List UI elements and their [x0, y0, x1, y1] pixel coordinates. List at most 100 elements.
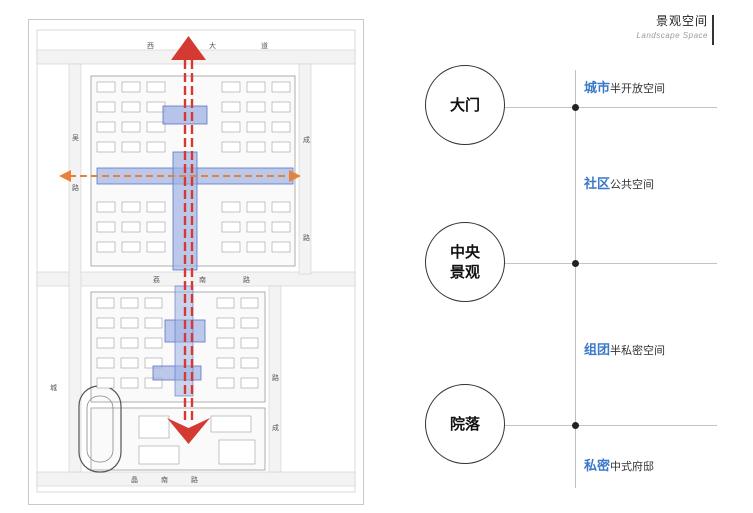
building [246, 241, 266, 253]
building [271, 101, 291, 113]
road-char: 成 [272, 423, 279, 432]
header-accent-bar [712, 15, 714, 45]
building [216, 317, 235, 329]
east-road [298, 63, 312, 275]
building [146, 101, 166, 113]
road-char: 晶 [131, 476, 138, 484]
road-char: 南 [161, 475, 168, 484]
building [138, 445, 180, 465]
level-private: 私密中式府邸 [584, 455, 654, 474]
building [96, 317, 115, 329]
building [240, 357, 259, 369]
road-char: 路 [243, 275, 250, 284]
building [221, 201, 241, 213]
level-desc: 半私密空间 [610, 344, 666, 357]
building [121, 221, 141, 233]
road-char: 吴 [72, 134, 79, 142]
connector-line [496, 425, 717, 426]
building [216, 377, 235, 389]
building [121, 101, 141, 113]
building [121, 121, 141, 133]
road-char: 南 [199, 275, 206, 284]
building [138, 415, 170, 439]
node-central-landscape: 中央 景观 [425, 222, 505, 302]
south-arrow-head [167, 418, 210, 444]
connector-line [496, 107, 717, 108]
road-char: 荔 [153, 275, 160, 284]
level-city: 城市半开放空间 [584, 77, 665, 96]
building [146, 121, 166, 133]
building [96, 221, 116, 233]
west-arrow-head [59, 170, 71, 182]
connector-dot [572, 422, 579, 429]
road-char: 大 [209, 41, 216, 50]
building [246, 121, 266, 133]
building [221, 81, 241, 93]
building [146, 241, 166, 253]
page-subtitle: Landscape Space [636, 31, 708, 40]
section-header: 景观空间 Landscape Space [636, 13, 714, 45]
road-char: 路 [272, 373, 279, 382]
building [121, 81, 141, 93]
road-char: 城 [50, 384, 57, 392]
road-char: 路 [191, 475, 198, 484]
level-main: 社区 [584, 177, 611, 192]
site-plan-drawing: 西 大 道 荔 南 路 晶 南 路 成 路 吴 路 城 路 成 [36, 29, 356, 493]
building [271, 121, 291, 133]
road-char: 西 [147, 42, 154, 50]
building [120, 377, 139, 389]
building [271, 81, 291, 93]
building [96, 377, 115, 389]
west-road [68, 63, 82, 473]
level-group: 组团半私密空间 [584, 339, 665, 358]
building [96, 121, 116, 133]
building [146, 81, 166, 93]
building [96, 241, 116, 253]
building [144, 317, 163, 329]
building [146, 201, 166, 213]
node-gate: 大门 [425, 65, 505, 145]
building [146, 221, 166, 233]
connector-dot [572, 104, 579, 111]
building [120, 297, 139, 309]
building [96, 101, 116, 113]
building [96, 297, 115, 309]
road-char: 路 [72, 183, 79, 192]
building [221, 241, 241, 253]
site-plan: 西 大 道 荔 南 路 晶 南 路 成 路 吴 路 城 路 成 [28, 19, 364, 505]
level-desc: 中式府邸 [610, 460, 655, 473]
hierarchy-vertical-line [575, 70, 576, 488]
building [216, 297, 235, 309]
building [144, 337, 163, 349]
middle-road [36, 271, 356, 287]
building [120, 337, 139, 349]
building [271, 141, 291, 153]
building [221, 221, 241, 233]
connector-line [496, 263, 717, 264]
building [240, 337, 259, 349]
building [96, 81, 116, 93]
building [120, 317, 139, 329]
building [216, 337, 235, 349]
road-char: 路 [303, 233, 310, 242]
road-char: 成 [303, 135, 310, 144]
building [240, 297, 259, 309]
building [246, 141, 266, 153]
building [216, 357, 235, 369]
building [120, 357, 139, 369]
page-title: 景观空间 [655, 14, 708, 28]
building [221, 101, 241, 113]
building [246, 101, 266, 113]
building [240, 317, 259, 329]
building [144, 297, 163, 309]
building [121, 241, 141, 253]
building [271, 241, 291, 253]
building [221, 141, 241, 153]
building-footprints [96, 81, 291, 465]
building [271, 221, 291, 233]
level-main: 私密 [584, 459, 611, 474]
east-arrow-head [289, 170, 301, 182]
building [240, 377, 259, 389]
level-community: 社区公共空间 [584, 173, 654, 192]
connector-dot [572, 260, 579, 267]
